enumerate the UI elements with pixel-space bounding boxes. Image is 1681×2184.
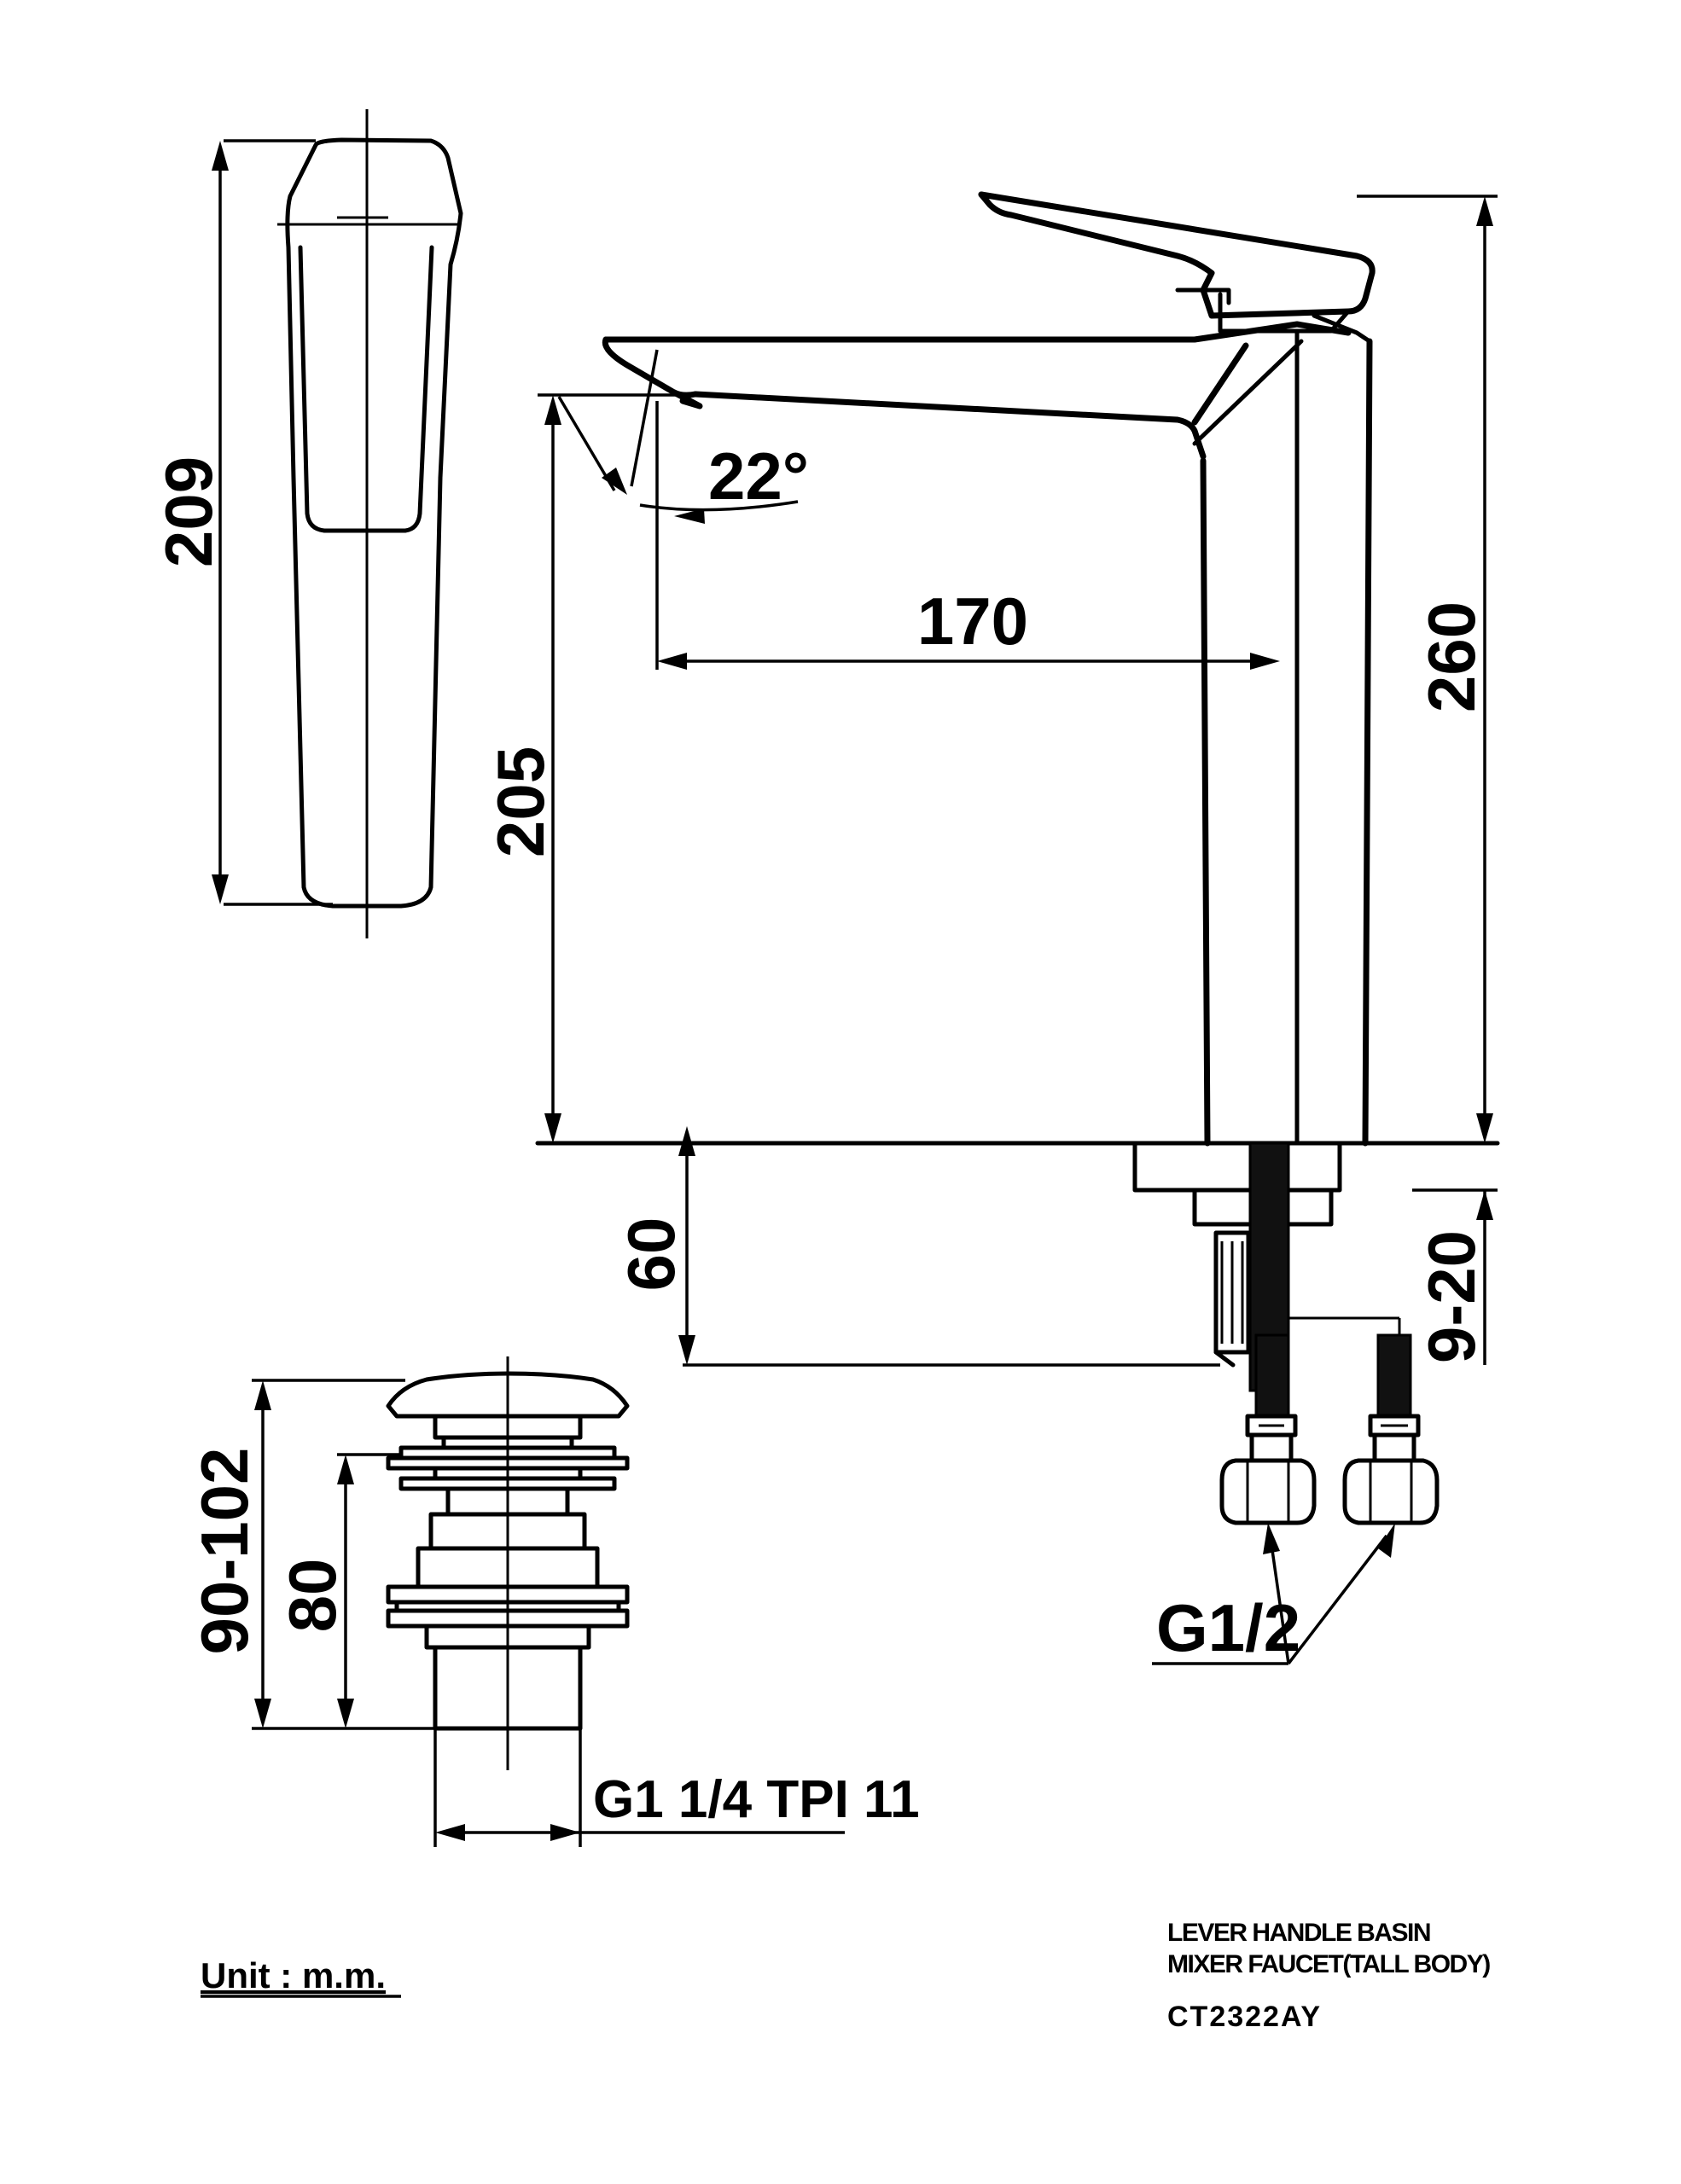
dim-9-20: 9-20 bbox=[1412, 1141, 1498, 1365]
dim-90-102: 90-102 bbox=[187, 1379, 435, 1730]
dim-g114: G1 1/4 TPI 11 bbox=[433, 1728, 920, 1847]
dim-170-label: 170 bbox=[917, 584, 1028, 659]
dim-angle-22: 22° bbox=[557, 349, 809, 524]
g12-label: G1/2 bbox=[1156, 1590, 1300, 1665]
faucet-side-view bbox=[535, 191, 1500, 1147]
model-number: CT2322AY bbox=[1167, 2001, 1322, 2033]
dim-205-label: 205 bbox=[483, 746, 558, 857]
dim-90-102-label: 90-102 bbox=[187, 1448, 262, 1655]
dim-80-label: 80 bbox=[275, 1559, 350, 1633]
unit-label: Unit : m.m. bbox=[201, 1955, 386, 1995]
title-block: LEVER HANDLE BASIN MIXER FAUCET(TALL BOD… bbox=[1167, 1919, 1492, 2033]
dim-80: 80 bbox=[275, 1453, 401, 1728]
title-line-1: LEVER HANDLE BASIN bbox=[1167, 1919, 1430, 1947]
dim-170: 170 bbox=[655, 401, 1280, 670]
unit-note: Unit : m.m. bbox=[201, 1955, 401, 1998]
dim-260: 260 bbox=[1357, 195, 1498, 1143]
dim-205: 205 bbox=[483, 393, 683, 1143]
dim-9-20-label: 9-20 bbox=[1414, 1230, 1489, 1363]
dim-209-label: 209 bbox=[151, 456, 226, 567]
dim-209: 209 bbox=[151, 139, 333, 906]
handle-top-view bbox=[277, 109, 463, 938]
g114-label: G1 1/4 TPI 11 bbox=[593, 1770, 920, 1829]
dim-g12: G1/2 bbox=[1152, 1523, 1395, 1665]
title-line-2: MIXER FAUCET(TALL BODY) bbox=[1167, 1950, 1490, 1978]
angle-22-label: 22° bbox=[708, 439, 809, 514]
dim-60: 60 bbox=[614, 1126, 1220, 1367]
popup-waste bbox=[386, 1356, 630, 1770]
under-deck-plumbing bbox=[1132, 1141, 1440, 1525]
dim-260-label: 260 bbox=[1414, 601, 1489, 712]
dim-60-label: 60 bbox=[614, 1217, 689, 1292]
